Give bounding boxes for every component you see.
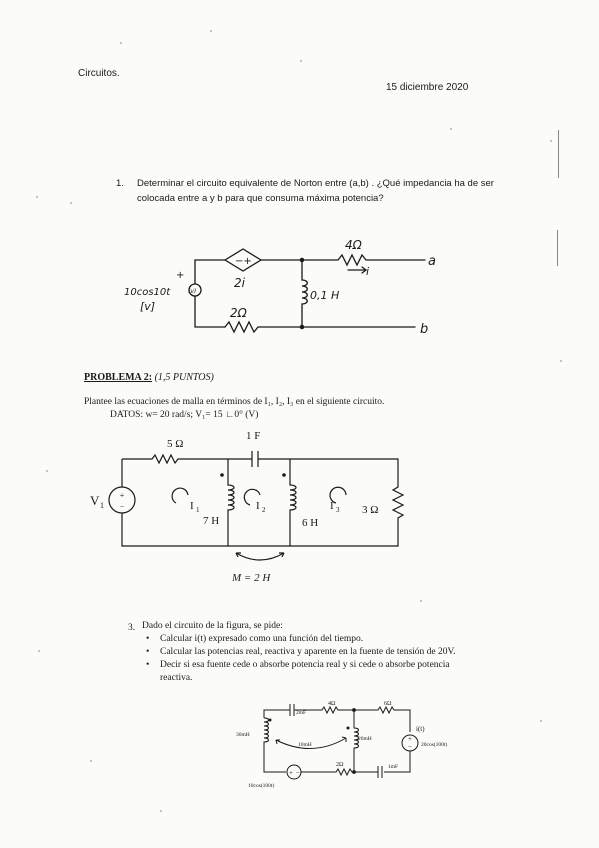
- current-label: i: [366, 265, 369, 278]
- svg-text:+: +: [120, 491, 125, 500]
- terminal-b: b: [420, 322, 428, 337]
- problem1-number: 1.: [116, 178, 124, 189]
- l-mid-label: 20mH: [358, 736, 372, 742]
- inductor-label: 0,1 H: [310, 289, 339, 302]
- r-top1-label: 4Ω: [328, 701, 336, 707]
- inductor-20mh: [353, 710, 359, 772]
- problem1-text-line1: Determinar el circuito equivalente de No…: [137, 178, 494, 189]
- inductor-30mh: [263, 717, 286, 773]
- r1-label: 5 Ω: [167, 438, 183, 450]
- problem3-bullet-3-cont: reactiva.: [160, 673, 193, 683]
- mesh3-sub: 3: [336, 506, 340, 514]
- resistor-4ohm: [301, 253, 426, 267]
- source-plus: +: [176, 270, 184, 281]
- problem3-circuit: + − + − 2mF 4Ω 6Ω 30mH 20mH 10mH i(t) 20…: [236, 701, 447, 789]
- scan-margin-line: [558, 130, 559, 178]
- cap-top-label: 2mF: [296, 710, 306, 716]
- resistor-4ohm: [308, 705, 354, 715]
- mesh3-label: I: [330, 500, 334, 512]
- problem2-title: PROBLEMA 2:: [84, 372, 153, 383]
- problem3-number: 3.: [128, 623, 136, 633]
- r2-label: 3 Ω: [362, 504, 378, 516]
- svg-text:−: −: [120, 502, 125, 511]
- source-value: 10cos10t: [124, 287, 171, 298]
- l-left-label: 30mH: [236, 732, 250, 738]
- l2-label: 6 H: [302, 517, 318, 529]
- bullet-text: Calcular i(t) expresado como una función…: [160, 634, 364, 644]
- bullet-text: Decir si esa fuente cede o absorbe poten…: [160, 660, 450, 670]
- dep-source-signs: −+: [235, 256, 252, 267]
- mesh1-label: I: [190, 500, 194, 512]
- bullet-text: Calcular las potencias real, reactiva y …: [160, 647, 456, 657]
- problem2-text-line1: Plantee las ecuaciones de malla en térmi…: [84, 397, 385, 407]
- svg-text:−: −: [296, 769, 300, 777]
- mesh1-sub: 1: [196, 506, 200, 514]
- problem3-bullet-3: •Decir si esa fuente cede o absorbe pote…: [146, 660, 450, 670]
- mutual-label: 10mH: [298, 742, 312, 748]
- problem2-circuit: + − 5 Ω 1 F V 1 I 1 I 2 I 3 7 H 6 H 3 Ω …: [90, 430, 405, 584]
- mesh2-sub: 2: [262, 506, 266, 514]
- mutual-label: M = 2 H: [231, 572, 271, 584]
- problem1-text-line2: colocada entre a y b para que consuma má…: [137, 193, 384, 204]
- problem2-text-line2: DATOS: w= 20 rad/s; V₁= 15 ∟0° (V): [110, 410, 259, 420]
- course-title: Circuitos.: [78, 68, 120, 79]
- mesh2-label: I: [256, 500, 260, 512]
- dep-source-label: 2i: [234, 276, 246, 290]
- date-label: 15 diciembre 2020: [386, 82, 469, 93]
- problem3-bullet-2: •Calcular las potencias real, reactiva y…: [146, 647, 456, 657]
- r-top-label: 4Ω: [345, 238, 363, 252]
- l1-label: 7 H: [203, 515, 219, 527]
- cap-label: 1 F: [246, 430, 260, 442]
- scan-margin-line: [557, 230, 558, 266]
- source-sub: 1: [100, 501, 104, 510]
- capacitor-1f: [251, 451, 259, 467]
- r-top2-label: 6Ω: [384, 701, 392, 707]
- current-label: i(t): [416, 725, 425, 733]
- source-right-label: 20cos(100t): [421, 741, 447, 748]
- source-symbol: (v): [188, 288, 196, 295]
- source-unit: [v]: [140, 300, 155, 313]
- resistor-6ohm: [354, 705, 411, 732]
- r-bottom-label: 2Ω: [336, 762, 344, 768]
- problem2-heading: PROBLEMA 2: (1,5 PUNTOS): [84, 372, 214, 383]
- resistor-2ohm: [224, 320, 303, 334]
- problem3-bullet-1: •Calcular i(t) expresado como una funció…: [146, 634, 364, 644]
- cap-bottom-label: 1mF: [388, 764, 398, 770]
- svg-text:+: +: [289, 769, 293, 777]
- capacitor-1mf: [377, 766, 383, 778]
- problem1-circuit: −+ 2i + 10cos10t (v) [v] 4Ω 2Ω 0,1 H i a…: [124, 238, 436, 337]
- svg-text:+: +: [408, 735, 412, 743]
- voltage-source-v1: [108, 486, 136, 514]
- problem2-points: (1,5 PUNTOS): [154, 372, 214, 383]
- problem3-intro: Dado el circuito de la figura, se pide:: [142, 621, 283, 631]
- capacitor-2mf: [289, 704, 295, 716]
- resistor-2ohm: [301, 767, 378, 777]
- svg-text:−: −: [408, 743, 412, 751]
- source-bottom-label: 10cos(100t): [248, 782, 274, 789]
- inductor-01h: [301, 259, 308, 328]
- source-label: V: [90, 493, 100, 508]
- terminal-a: a: [428, 254, 436, 269]
- r-bottom-label: 2Ω: [230, 306, 248, 320]
